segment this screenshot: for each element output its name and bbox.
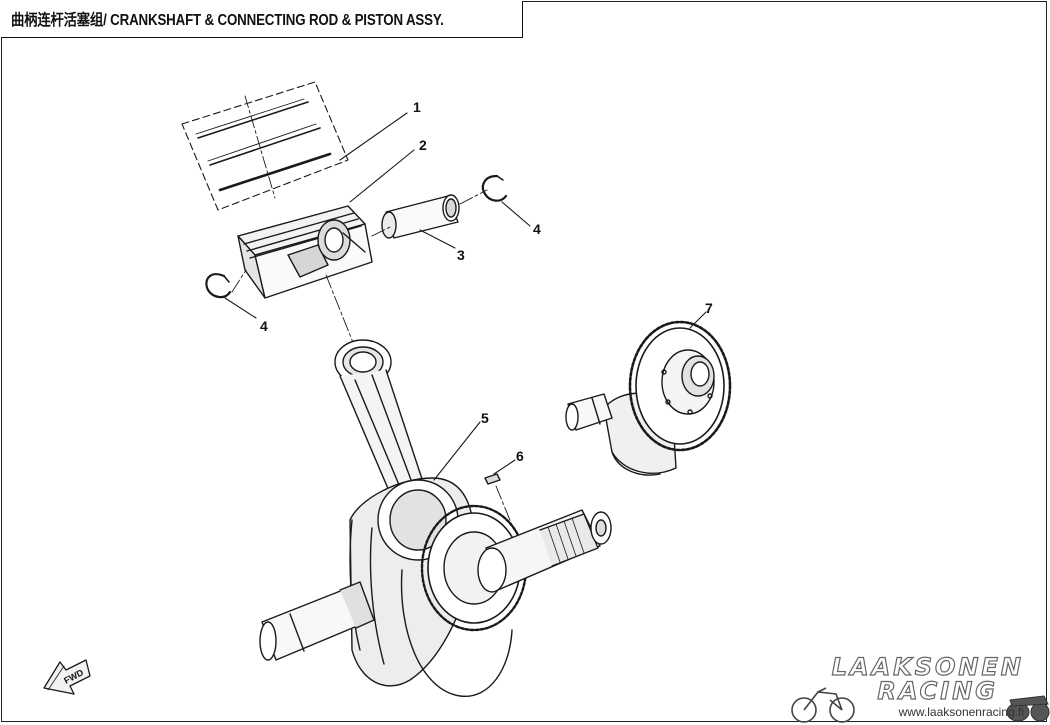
watermark-url: www.laaksonenracing.fi [898, 705, 1024, 719]
piston[interactable] [237, 205, 373, 299]
piston-rings[interactable] [181, 81, 349, 211]
callout-5: 5 [481, 410, 489, 426]
diagram-title: 曲柄连杆活塞组/ CRANKSHAFT & CONNECTING ROD & P… [11, 12, 444, 29]
piston-pin[interactable] [381, 194, 460, 239]
watermark-logo: LAAKSONEN RACING www.laaksonenracing.fi [798, 652, 1038, 721]
crankshaft-connecting-rod[interactable] [259, 339, 612, 697]
callout-1: 1 [413, 99, 421, 115]
callout-7: 7 [705, 300, 713, 316]
callout-2: 2 [419, 137, 427, 153]
watermark-line1: LAAKSONEN [831, 652, 1024, 681]
watermark-line2: RACING [877, 676, 998, 705]
callout-6: 6 [516, 448, 524, 464]
callout-4-left: 4 [260, 318, 268, 334]
watermark-atv-icon [1006, 695, 1050, 722]
woodruff-key[interactable] [484, 473, 501, 485]
title-box: 曲柄连杆活塞组/ CRANKSHAFT & CONNECTING ROD & P… [1, 1, 524, 38]
forward-arrow-icon [43, 659, 91, 695]
watermark-bike-icon [791, 687, 855, 723]
balancer-shaft-gear[interactable] [565, 320, 732, 476]
leader-lines [224, 112, 707, 481]
callout-4-right: 4 [533, 221, 541, 237]
circlip-right[interactable] [481, 174, 508, 202]
callout-3: 3 [457, 247, 465, 263]
circlip-left[interactable] [205, 273, 232, 299]
